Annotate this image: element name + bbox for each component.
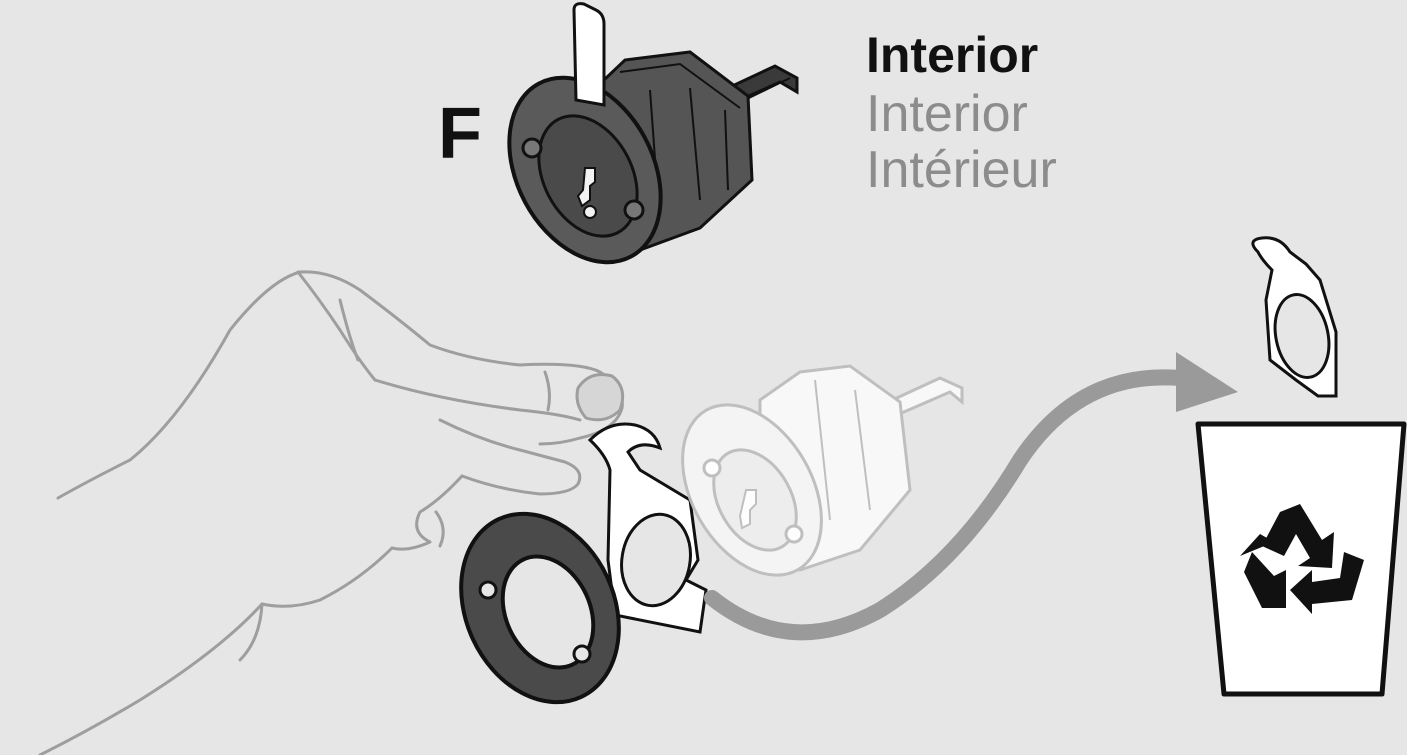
label-french: Intérieur — [866, 141, 1057, 199]
discarded-tag — [1251, 236, 1338, 398]
interior-cylinder — [507, 2, 799, 265]
step-letter: F — [438, 94, 482, 174]
retainer-tag — [587, 422, 708, 634]
label-english: Interior — [866, 27, 1039, 83]
face-ring — [459, 511, 621, 705]
cylinder-faded — [681, 364, 964, 577]
recycle-icon — [1240, 504, 1364, 614]
trash-bin-icon — [1195, 421, 1407, 697]
label-spanish: Interior — [866, 85, 1028, 143]
hand-icon — [38, 270, 625, 755]
arrow-icon — [704, 352, 1238, 641]
